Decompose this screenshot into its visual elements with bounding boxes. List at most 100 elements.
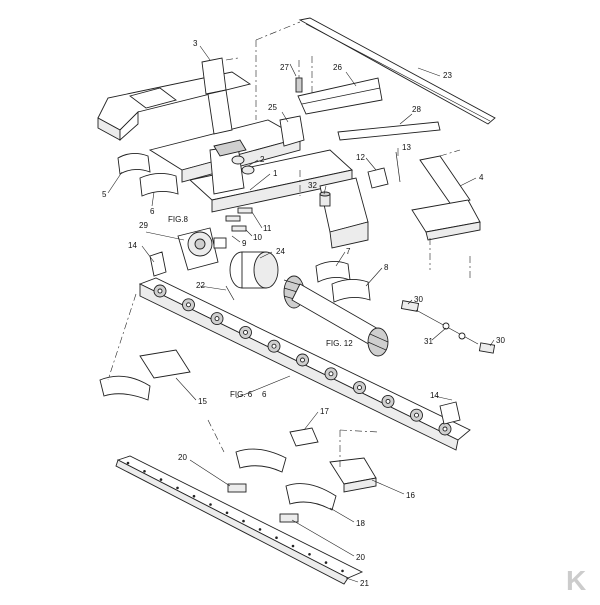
part-17-plate <box>289 427 319 447</box>
callout-20-upper: 20 <box>178 453 187 462</box>
part-32-bushing <box>319 191 331 207</box>
fig-8-label: FIG.8 <box>168 215 189 224</box>
cutter-disc-hub <box>300 357 305 363</box>
part-14-bracket-right <box>439 401 461 425</box>
part-13-bolt <box>395 151 401 183</box>
plate-hole <box>143 470 146 473</box>
callout-16: 16 <box>406 491 415 500</box>
callout-21: 21 <box>360 579 369 588</box>
cutter-disc-hub <box>214 316 220 322</box>
part-18-knife <box>285 483 337 511</box>
part-14-bracket-left <box>149 251 167 277</box>
callout-14-left: 14 <box>128 241 137 250</box>
reference-lines <box>107 21 471 470</box>
part-20-knife-upper <box>235 448 287 473</box>
fig-12-label: FIG. 12 <box>326 339 353 348</box>
part-28-bar <box>337 121 441 141</box>
callout-3: 3 <box>193 39 198 48</box>
plate-hole <box>308 553 311 556</box>
part-25-bracket <box>279 115 305 147</box>
part-30-block <box>400 300 496 354</box>
part-4-arm <box>411 149 481 241</box>
plate-hole <box>275 536 278 539</box>
callout-29: 29 <box>139 221 148 230</box>
callout-5: 5 <box>102 190 107 199</box>
part-15-skid-shoe <box>99 349 191 401</box>
plate-hole <box>126 461 130 465</box>
fig-8-gearbox <box>177 227 227 271</box>
callout-28: 28 <box>412 105 421 114</box>
cutter-disc-hub <box>186 302 191 308</box>
leader-lines <box>107 63 495 583</box>
callout-22: 22 <box>196 281 205 290</box>
cutter-bar-discs <box>153 284 452 436</box>
callout-4: 4 <box>479 173 484 182</box>
part-11-key <box>237 207 253 214</box>
callout-6-lower: 6 <box>262 390 267 399</box>
part-31-rod <box>415 309 479 345</box>
callout-30-left: 30 <box>414 295 423 304</box>
part-7-shield <box>315 261 351 283</box>
callout-31: 31 <box>424 337 433 346</box>
callout-30-right: 30 <box>496 336 505 345</box>
part-6-shield <box>139 173 179 197</box>
part-16-holder <box>329 457 377 493</box>
callout-32: 32 <box>308 181 317 190</box>
callout-7: 7 <box>346 247 351 256</box>
callout-1: 1 <box>273 169 278 178</box>
callout-8: 8 <box>384 263 389 272</box>
callout-9: 9 <box>242 239 247 248</box>
callout-26: 26 <box>333 63 342 72</box>
callout-10: 10 <box>253 233 262 242</box>
callout-labels: 1 2 3 4 5 6 7 8 9 10 11 12 13 14 14 15 1… <box>102 39 505 588</box>
callout-14-right: 14 <box>430 391 439 400</box>
callout-25: 25 <box>268 103 277 112</box>
cutter-disc-hub <box>357 385 362 391</box>
callout-6: 6 <box>150 207 155 216</box>
part-9-key <box>225 215 241 222</box>
cutter-disc-hub <box>328 371 334 377</box>
callout-18: 18 <box>356 519 365 528</box>
brand-logo: K <box>566 565 586 596</box>
callout-23: 23 <box>443 71 452 80</box>
part-20-clip-left <box>227 483 247 493</box>
part-8-shield <box>331 279 371 303</box>
plate-hole <box>258 528 262 531</box>
callout-17: 17 <box>320 407 329 416</box>
plate-hole <box>209 503 212 506</box>
callout-24: 24 <box>276 247 285 256</box>
fig-6-cutter-bar <box>138 277 471 451</box>
plate-hole <box>291 544 295 548</box>
plate-holes <box>126 461 344 573</box>
cutter-disc-hub <box>243 329 248 335</box>
callout-13: 13 <box>402 143 411 152</box>
plate-hole <box>176 486 179 490</box>
callout-20-lower: 20 <box>356 553 365 562</box>
cutter-disc-hub <box>385 398 391 404</box>
callout-2: 2 <box>260 155 265 164</box>
part-20-clip-right <box>279 513 299 523</box>
brand-logo-letter: K <box>566 565 586 596</box>
plate-hole <box>192 494 196 498</box>
figure-references: FIG.8 FIG. 12 FIG. 6 <box>168 215 353 399</box>
cutter-disc-hub <box>442 426 448 432</box>
part-5-shield <box>117 153 151 175</box>
plate-hole <box>225 511 229 515</box>
fig-12-drive-shaft <box>283 275 389 357</box>
part-21-long-plate <box>115 455 364 585</box>
fig-6-label: FIG. 6 <box>230 390 253 399</box>
plate-hole <box>324 561 328 564</box>
part-3-bracket <box>199 45 239 135</box>
callout-12: 12 <box>356 153 365 162</box>
plate-hole <box>159 478 163 481</box>
part-12-plate <box>367 167 389 189</box>
cutter-disc-hub <box>157 288 163 294</box>
part-22-bolt <box>225 285 235 301</box>
callout-27: 27 <box>280 63 289 72</box>
part-10-key <box>231 225 247 232</box>
part-26-guard <box>297 77 383 115</box>
part-27-bolt <box>295 60 303 93</box>
callout-15: 15 <box>198 397 207 406</box>
cutter-disc-hub <box>271 343 277 349</box>
